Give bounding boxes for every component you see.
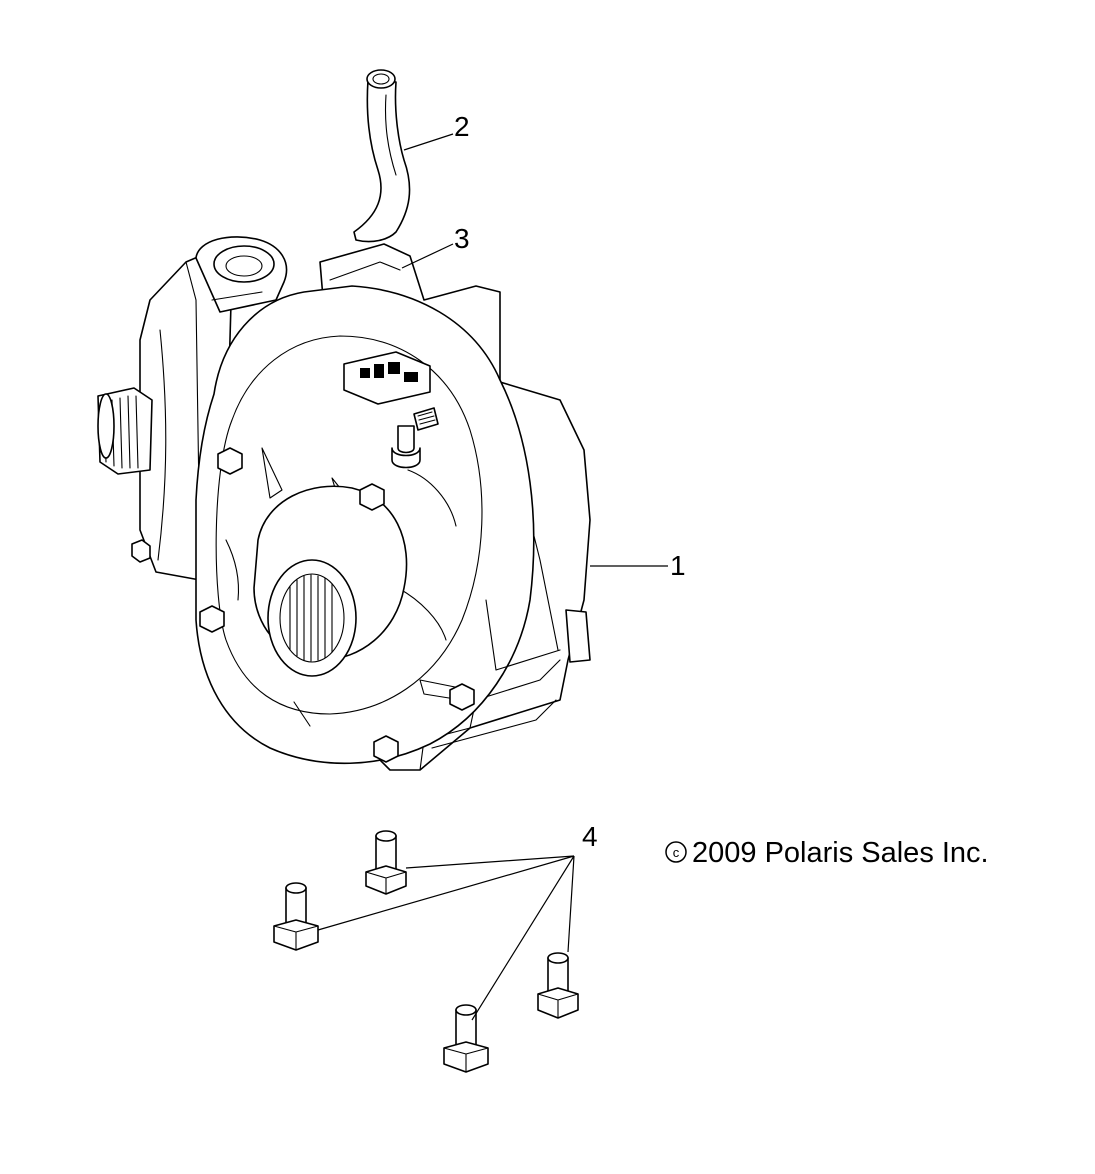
leader-line-4: [317, 855, 575, 1021]
leader-line-2: [403, 133, 454, 151]
label-decal: [343, 351, 439, 431]
callout-2: 2: [454, 111, 470, 142]
mounting-bolt[interactable]: [365, 830, 407, 895]
copyright-symbol-letter: c: [673, 845, 680, 860]
callout-4: 4: [582, 821, 598, 852]
cover-bolts: [131, 447, 475, 763]
copyright-text: 2009 Polaris Sales Inc.: [692, 837, 989, 869]
callout-3: 3: [454, 223, 470, 254]
copyright-notice: c 2009 Polaris Sales Inc.: [665, 837, 989, 869]
vent-hose[interactable]: [353, 69, 411, 243]
copyright-symbol-icon: [665, 841, 687, 863]
mounting-bolt[interactable]: [537, 952, 579, 1019]
mounting-bolt[interactable]: [273, 882, 319, 951]
output-hub: [253, 485, 408, 677]
callout-1: 1: [670, 550, 686, 581]
mounting-bolt[interactable]: [443, 1004, 489, 1073]
leader-line-3: [401, 243, 454, 269]
gearcase-assembly[interactable]: [97, 236, 591, 771]
input-shaft: [97, 387, 153, 475]
